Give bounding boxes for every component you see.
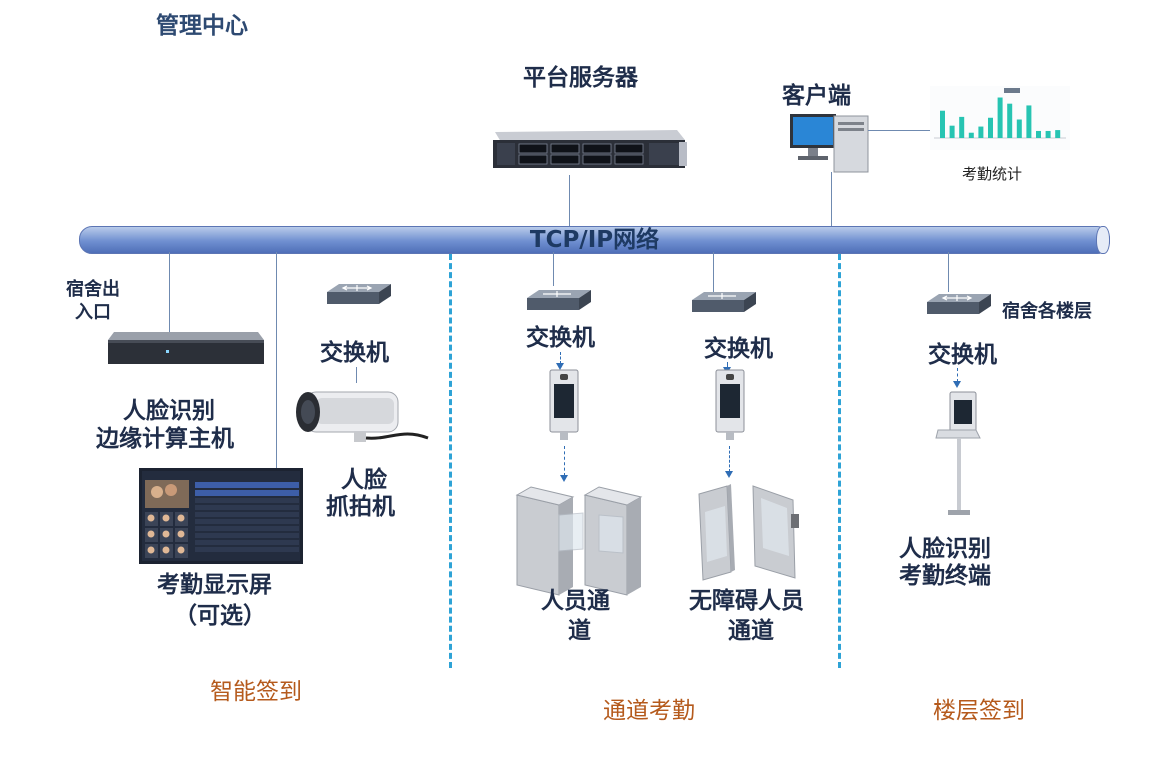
edge-host-icon: [108, 332, 264, 364]
server-label: 平台服务器: [523, 65, 638, 91]
dorm-entrance-label-2: 入口: [75, 302, 111, 323]
stats-bar: [1026, 105, 1032, 138]
client-connector: [831, 172, 832, 227]
turnstile-gate-icon-1: [515, 486, 643, 596]
zone-label-floor-checkin: 楼层签到: [933, 698, 1025, 724]
edge-host-label-1: 人脸识别: [123, 398, 215, 424]
zone-separator-right: [838, 254, 841, 668]
zone-label-smart-checkin: 智能签到: [210, 679, 302, 705]
switch-icon-right: [927, 294, 991, 314]
gate-label-2-line-1: 无障碍人员: [689, 588, 804, 614]
switch-icon-left: [327, 284, 391, 304]
stats-bar: [1016, 119, 1022, 138]
zone-separator-left: [449, 254, 452, 668]
switch-right-connector: [948, 252, 949, 292]
switch-icon-middle-2: [692, 292, 756, 312]
stats-bar: [949, 125, 955, 138]
dorm-floor-label: 宿舍各楼层: [1002, 301, 1092, 322]
display-connector: [276, 252, 277, 470]
face-terminal-icon-2: [715, 369, 745, 440]
stats-bar: [988, 117, 993, 138]
stats-bar: [978, 126, 984, 138]
switch-camera-connector: [356, 367, 357, 383]
dorm-entrance-label-1: 宿舍出: [66, 279, 120, 300]
terminal-label-1: 人脸识别: [899, 536, 991, 562]
switch-label-middle-1: 交换机: [526, 325, 595, 351]
stats-bar: [1036, 130, 1041, 138]
arrow-to-gate-1: [560, 446, 568, 482]
stats-bar: [940, 110, 945, 138]
arrow-to-terminal-1: [556, 352, 564, 370]
terminal-label-2: 考勤终端: [899, 563, 991, 589]
arrow-to-gate-2: [725, 446, 733, 478]
face-terminal-icon-1: [549, 369, 579, 440]
gate-label-1-line-2: 道: [568, 618, 591, 644]
bus-end-cap: [1096, 226, 1110, 254]
page-title: 管理中心: [156, 13, 248, 39]
server-icon: [493, 130, 687, 168]
network-label: TCP/IP网络: [529, 227, 660, 253]
switch-1-connector: [553, 252, 554, 286]
display-label-2: （可选）: [174, 603, 266, 629]
attendance-display-icon: [139, 468, 303, 564]
arrow-to-terminal-2: [723, 362, 731, 374]
tcp-ip-network-bus: TCP/IP网络: [79, 226, 1110, 254]
stats-bar: [959, 116, 965, 138]
face-attendance-terminal-icon: [935, 391, 981, 515]
stats-bar: [968, 132, 974, 138]
gate-label-1-line-1: 人员通: [541, 588, 610, 614]
client-label: 客户端: [782, 83, 851, 109]
camera-label-2: 抓拍机: [326, 494, 395, 520]
attendance-stats-chart: [930, 86, 1070, 150]
stats-bar: [1045, 130, 1051, 138]
stats-bar: [1007, 103, 1013, 138]
stats-bar: [1055, 130, 1061, 138]
accessible-gate-icon: [698, 484, 799, 581]
switch-icon-middle-1: [527, 290, 591, 310]
switch-2-connector: [713, 252, 714, 292]
switch-label-left: 交换机: [320, 340, 389, 366]
face-capture-camera-icon: [296, 391, 429, 442]
client-to-stats-line: [868, 130, 930, 131]
switch-label-right: 交换机: [928, 342, 997, 368]
zone-label-channel-attendance: 通道考勤: [603, 698, 695, 724]
switch-label-middle-2: 交换机: [704, 336, 773, 362]
edge-host-label-2: 边缘计算主机: [96, 426, 234, 452]
arrow-to-floor-terminal: [953, 368, 961, 388]
computer-icon: [790, 114, 869, 173]
stats-bar: [997, 97, 1003, 138]
edge-host-connector: [169, 252, 170, 332]
display-label-1: 考勤显示屏: [157, 572, 272, 598]
stats-caption: 考勤统计: [962, 165, 1023, 183]
server-connector: [569, 175, 570, 227]
gate-label-2-line-2: 通道: [728, 618, 774, 644]
camera-label-1: 人脸: [341, 467, 387, 493]
